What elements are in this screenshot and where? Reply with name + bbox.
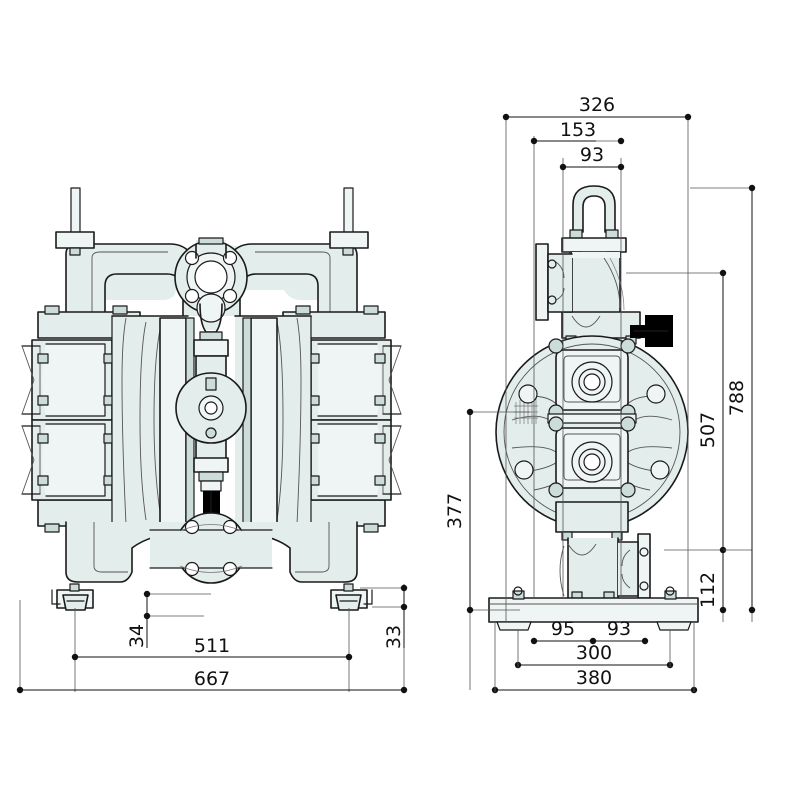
dim-label-511: 511: [194, 635, 230, 657]
dim-label-93-bottom: 93: [607, 618, 631, 640]
side-view-group: [488, 185, 699, 631]
dim-511: 511: [71, 635, 353, 661]
dim-93-bottom: 93: [593, 618, 649, 645]
dim-label-112: 112: [697, 572, 719, 608]
dim-label-95: 95: [551, 618, 575, 640]
suction-column: [555, 501, 651, 601]
dim-507: 507: [626, 269, 727, 614]
dim-label-33: 33: [383, 625, 405, 649]
foot-left: [51, 583, 94, 611]
dim-label-93-top: 93: [580, 144, 604, 166]
centre-air-section: [175, 293, 247, 530]
suction-flange-bottom: [149, 512, 273, 584]
dim-95: 95: [530, 618, 597, 645]
pump-body-side: [495, 315, 689, 529]
tie-rod-right: [329, 187, 369, 256]
discharge-flange-top: [174, 237, 248, 314]
clamp-bolts-left-top: [44, 305, 128, 315]
front-view-group: [21, 187, 402, 611]
air-inlet-block: [630, 315, 673, 347]
dim-153: 153: [530, 119, 625, 145]
dim-label-667: 667: [194, 668, 230, 690]
dim-788: 788: [690, 184, 756, 614]
dim-label-326: 326: [579, 94, 615, 116]
dim-326: 326: [502, 94, 692, 121]
dim-93-top: 93: [559, 144, 625, 171]
dim-label-377: 377: [444, 493, 466, 529]
dim-label-34: 34: [126, 624, 148, 648]
base-plate: [488, 586, 699, 631]
tie-rod-left: [55, 187, 95, 256]
dim-667: 667: [16, 668, 408, 694]
left-fluid-chamber: [21, 305, 189, 533]
dim-label-300: 300: [576, 642, 612, 664]
flange-bolt-holes: [184, 250, 238, 304]
diaphragm-cover-upper: [548, 338, 636, 420]
dim-label-153: 153: [560, 119, 596, 141]
diaphragm-cover-lower: [548, 416, 636, 498]
dim-label-507: 507: [697, 412, 719, 448]
clamp-bolts-right-top: [295, 305, 379, 315]
front-view-dimensions: 34 33 511 667: [16, 584, 408, 694]
dim-377: 377: [444, 408, 530, 614]
dim-label-380: 380: [576, 667, 612, 689]
foot-right: [330, 583, 373, 611]
dim-label-788: 788: [726, 380, 748, 416]
dim-33: 33: [360, 584, 408, 649]
dim-112: 112: [697, 549, 752, 608]
dim-34: 34: [126, 590, 211, 648]
side-view-dimensions: 326 153 93 377: [444, 94, 756, 694]
dim-380: 380: [491, 622, 698, 694]
discharge-column: [535, 243, 641, 345]
